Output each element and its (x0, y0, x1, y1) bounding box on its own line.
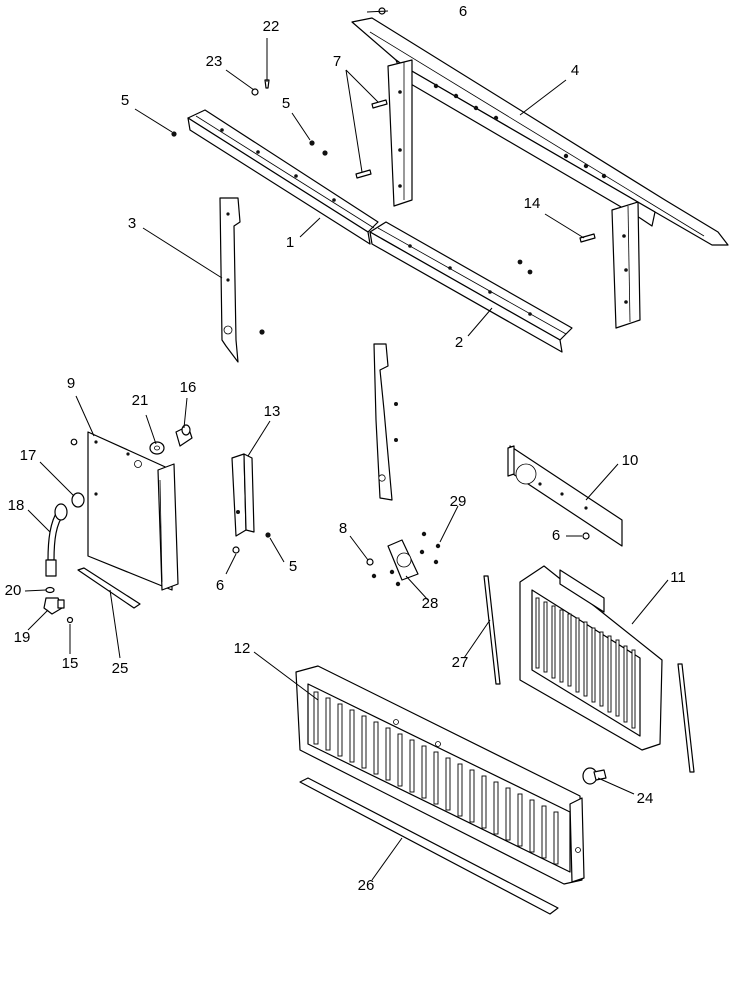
callout-13: 13 (264, 403, 281, 420)
callout-26: 26 (358, 877, 375, 894)
part-12-grille (295, 665, 585, 885)
part-15-plug (66, 616, 74, 624)
part-10-plate (507, 445, 623, 547)
callout-25: 25 (112, 660, 129, 677)
part-19-elbow (43, 597, 65, 615)
callout-20: 20 (5, 582, 22, 599)
callout-15: 15 (62, 655, 79, 672)
callout-16: 16 (180, 379, 197, 396)
callout-23: 23 (206, 53, 223, 70)
callout-2: 2 (455, 334, 463, 351)
part-9-cooler-plate (87, 431, 179, 591)
callout-labels: 1 2 3 4 5 5 5 6 6 6 7 8 9 10 11 12 13 14… (5, 3, 686, 894)
callout-22: 22 (263, 18, 280, 35)
part-26-strip (299, 777, 559, 915)
callout-14: 14 (524, 195, 541, 212)
part-13-bracket (231, 453, 255, 537)
callout-29: 29 (450, 493, 467, 510)
part-17-nut (71, 492, 85, 508)
callout-6-top: 6 (459, 3, 467, 20)
callout-19: 19 (14, 629, 31, 646)
callout-18: 18 (8, 497, 25, 514)
callout-5-left: 5 (121, 92, 129, 109)
part-2-rail (369, 221, 573, 353)
callout-12: 12 (234, 640, 251, 657)
callout-21: 21 (132, 392, 149, 409)
part-1-rail (187, 109, 379, 245)
callout-5-mid: 5 (282, 95, 290, 112)
callout-3: 3 (128, 215, 136, 232)
part-18-hose (45, 503, 68, 577)
callout-6-left: 6 (216, 577, 224, 594)
part-16-fitting (175, 424, 193, 447)
part-27-strip (483, 575, 695, 773)
callout-11: 11 (670, 569, 686, 586)
callout-27: 27 (452, 654, 469, 671)
center-bracket (373, 343, 398, 501)
part-11-radiator (519, 565, 663, 751)
callout-6-right: 6 (552, 527, 560, 544)
callout-28: 28 (422, 595, 439, 612)
callout-24: 24 (637, 790, 654, 807)
part-20-oring (45, 586, 55, 594)
part-3-bracket (219, 197, 241, 363)
part-28-plate (387, 539, 419, 581)
part-12-fins (313, 691, 559, 865)
callout-8: 8 (339, 520, 347, 537)
callout-4: 4 (571, 62, 579, 79)
part-11-fins (535, 597, 636, 729)
leader-lines (24, 10, 669, 881)
callout-9: 9 (67, 375, 75, 392)
part-21-washer (149, 441, 165, 455)
part-4-upper-frame (351, 17, 729, 329)
callout-5-lower: 5 (289, 558, 297, 575)
callout-17: 17 (20, 447, 37, 464)
callout-10: 10 (622, 452, 639, 469)
part-25-strip (77, 567, 141, 609)
part-24-bolt (582, 767, 607, 785)
callout-7: 7 (333, 53, 341, 70)
callout-1: 1 (286, 234, 294, 251)
